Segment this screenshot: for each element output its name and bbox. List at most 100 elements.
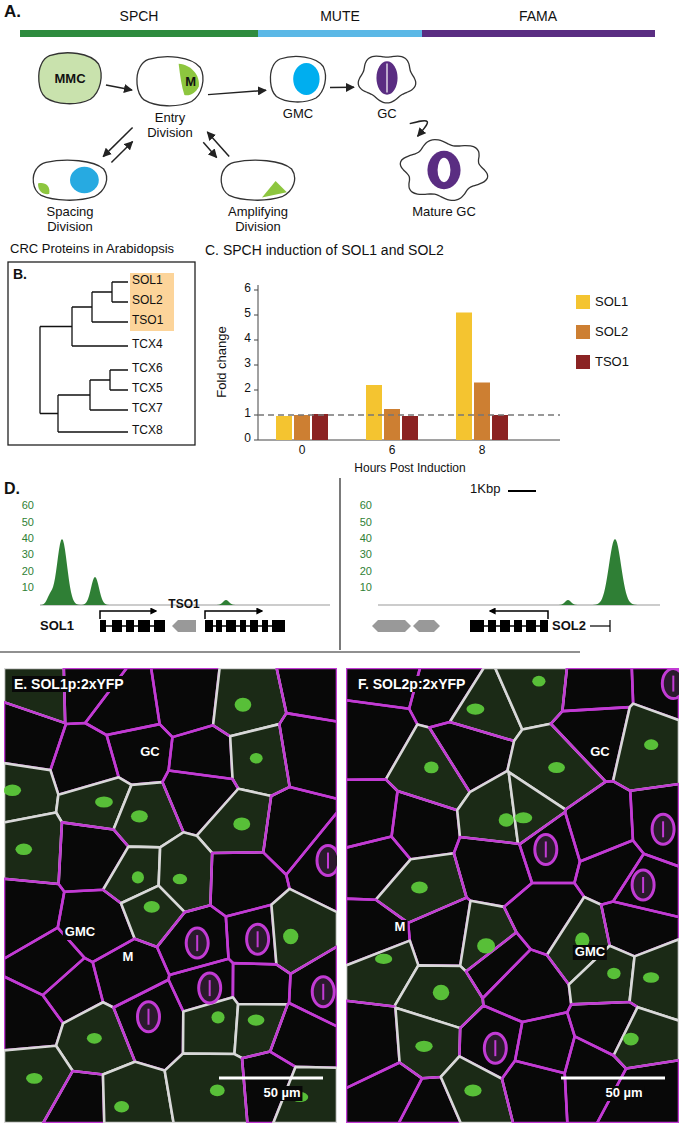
figure-label: 10 [360, 581, 372, 594]
cell-stage: Spacing Division [30, 158, 110, 235]
micrograph-ground [4, 668, 337, 1123]
stoma-pore [642, 877, 644, 893]
cell-part [70, 167, 99, 193]
figure-part [92, 292, 128, 322]
figure-label: M [393, 920, 408, 935]
figure-part [272, 620, 285, 632]
cell-interior [218, 158, 298, 202]
phylogenetic-tree [8, 262, 195, 445]
yfp-nucleus [424, 762, 438, 774]
figure-part [100, 611, 156, 619]
cell-outline [630, 784, 679, 867]
figure-part [456, 313, 472, 441]
figure-part [40, 539, 660, 605]
figure-part [258, 285, 259, 440]
figure-label: 40 [360, 532, 372, 545]
figure-part [254, 340, 258, 341]
cell-outline [613, 704, 679, 791]
cell-stage: Mature GC [398, 138, 490, 220]
figure-label: E. SOL1p:2xYFP [12, 676, 126, 692]
cell-outline [113, 980, 183, 1071]
yfp-nucleus [466, 704, 484, 715]
cell-outline [613, 854, 679, 917]
yfp-nucleus [131, 810, 148, 822]
figure-label: TCX8 [132, 424, 163, 438]
cell-outline [565, 1036, 626, 1123]
yfp-nucleus [644, 739, 658, 750]
chip-tracks [0, 478, 660, 652]
figure-part [488, 620, 496, 632]
figure-label: M [121, 950, 136, 965]
figure-part [216, 620, 222, 632]
legend-swatch [576, 325, 590, 339]
cell-stage: MEntry Division [134, 54, 206, 141]
figure-label: 30 [22, 548, 34, 561]
stage-label: Spacing Division [30, 205, 110, 235]
yfp-nucleus [26, 1073, 42, 1084]
cell-outline [386, 724, 470, 810]
cell-outline [597, 1060, 679, 1123]
cell-outline [197, 789, 271, 853]
figure-part [112, 620, 122, 632]
yfp-nucleus [607, 968, 620, 979]
cell-stage: MMC [36, 50, 104, 106]
legend-swatch [576, 355, 590, 369]
figure-label: SPCH [120, 8, 159, 24]
cell-interior [268, 54, 328, 104]
scale-bar [561, 1077, 665, 1080]
yfp-nucleus [173, 874, 187, 884]
cell-outline [271, 889, 337, 974]
figure-part [422, 30, 655, 37]
figure-label: 20 [22, 565, 34, 578]
figure-part [258, 30, 422, 37]
cell-part [179, 64, 199, 96]
figure-part [500, 620, 510, 632]
figure-part [254, 365, 258, 366]
stoma-pore [327, 853, 329, 869]
figure-part [172, 620, 196, 632]
micrograph [4, 668, 337, 1123]
cell-outline [121, 886, 185, 947]
cell-outline [495, 668, 567, 730]
figure-part [110, 370, 128, 390]
yfp-nucleus [283, 929, 298, 945]
figure-part [112, 282, 128, 302]
cell-label: MMC [54, 71, 85, 86]
stoma-pore [147, 1009, 149, 1025]
stoma [652, 814, 674, 844]
yfp-nucleus [532, 676, 545, 687]
figure-part [58, 395, 128, 432]
stoma [632, 870, 654, 900]
yfp-nucleus [4, 785, 21, 797]
figure-part [254, 440, 258, 441]
cell-outline [356, 52, 418, 104]
yfp-nucleus [515, 812, 533, 823]
figure-part [130, 273, 174, 331]
stoma [199, 973, 221, 1003]
scale-bar [219, 1077, 323, 1080]
cell-outline [218, 158, 298, 202]
figure-label: TCX5 [132, 382, 163, 396]
lineage-arrow [208, 90, 266, 94]
figure-label: 20 [360, 565, 372, 578]
cell-outline [268, 54, 328, 104]
figure-part [20, 30, 258, 37]
stage-label: GMC [268, 107, 328, 122]
figure-label: CRC Proteins in Arabidopsis [10, 242, 174, 257]
micrographs [4, 668, 683, 1123]
figure-label: C. SPCH induction of SOL1 and SOL2 [205, 242, 444, 258]
figure-label: 10 [22, 581, 34, 594]
figure-label: 50 [360, 516, 372, 529]
figure-part [384, 409, 400, 440]
figure-part [254, 415, 258, 416]
figure-part [402, 416, 418, 440]
figure-label: 50 µm [261, 1086, 302, 1101]
cell-stage: GMC [268, 54, 328, 122]
stage-label: GC [356, 107, 418, 122]
cell-stage: Amplifying Division [218, 158, 298, 235]
cell-outline [4, 812, 62, 884]
figure-part [240, 620, 246, 632]
cell-outline [614, 1007, 679, 1068]
yfp-nucleus [499, 813, 514, 826]
cell-outline [107, 724, 173, 785]
